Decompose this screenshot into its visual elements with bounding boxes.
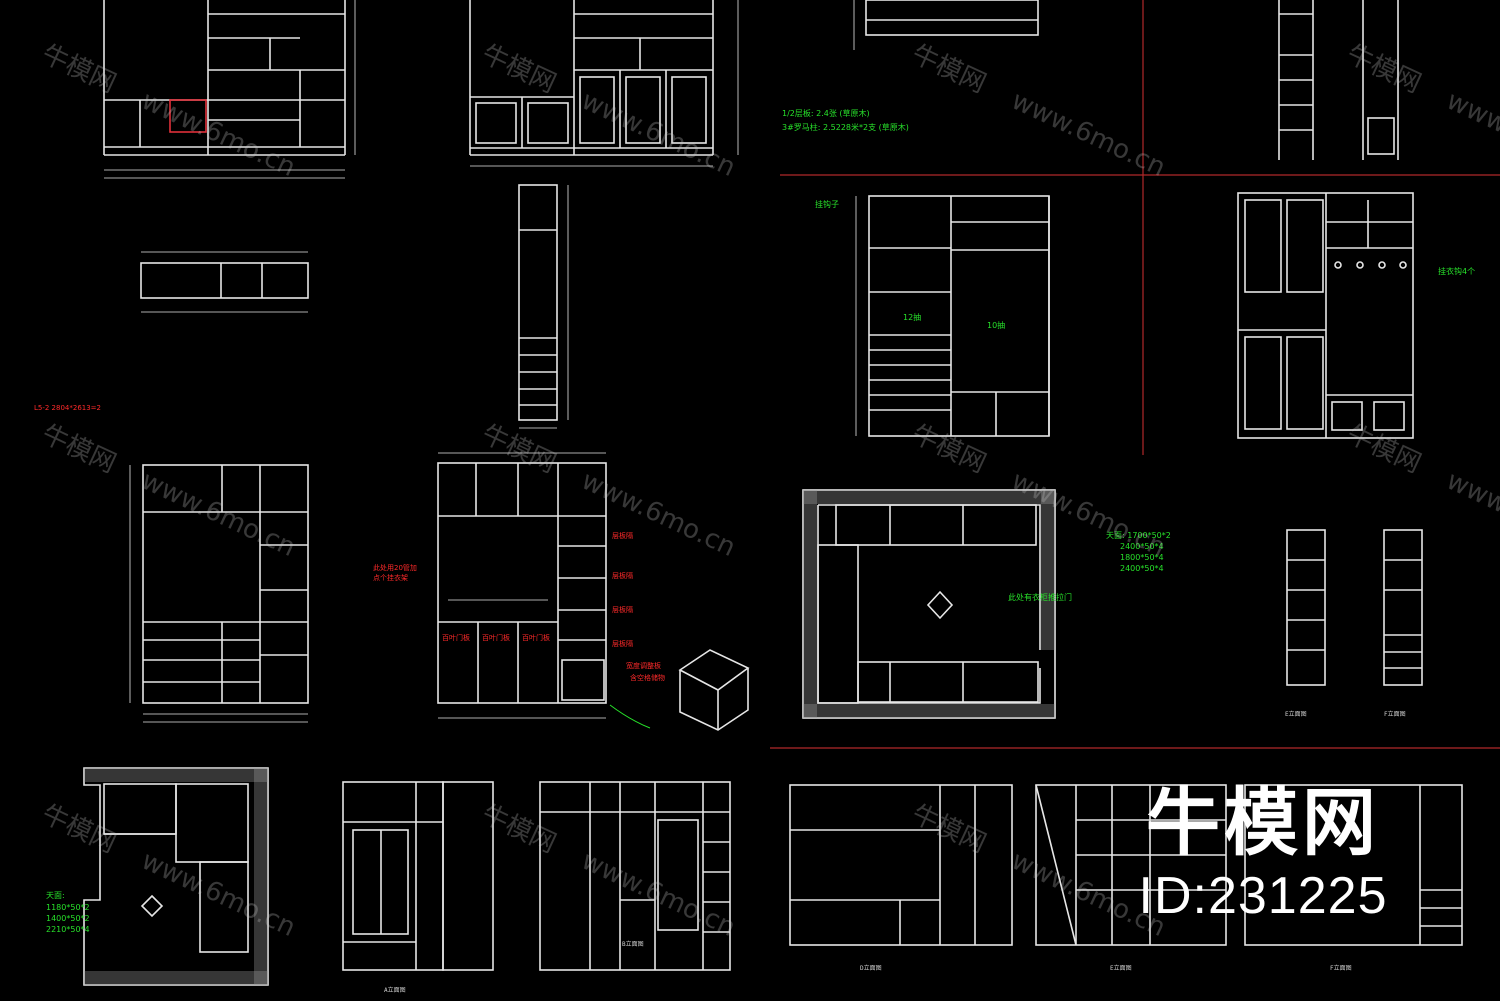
watermark-logo: 牛模网 (907, 799, 990, 859)
note-room-spec-3: 1800*50*4 (1120, 553, 1164, 562)
note-room-center: 此处有衣柜推拉门 (1008, 592, 1072, 602)
label-elevation-b: B立面图 (622, 940, 644, 948)
room-plan-center (802, 489, 1056, 719)
brand-block: 牛模网 ID:231225 (1098, 780, 1428, 926)
elevation-d (789, 784, 1013, 946)
note-left-red: L5-2 2804*2613=2 (34, 404, 101, 412)
watermark-logo: 牛模网 (37, 39, 120, 99)
watermark-logo: 牛模网 (37, 799, 120, 859)
note-red-door-2: 百叶门板 (482, 633, 510, 642)
note-room-spec-4: 2400*50*4 (1120, 564, 1164, 573)
note-lower-title: 天面: (46, 891, 65, 900)
label-elevation-a: A立面图 (384, 986, 406, 994)
cabinet-with-drawers (855, 195, 1050, 437)
watermark-logo: 牛模网 (907, 419, 990, 479)
tall-units-right (1286, 529, 1423, 686)
label-elevation-f2: F立面图 (1330, 964, 1352, 972)
watermark-logo: 牛模网 (37, 419, 120, 479)
cabinet-elevation-top-center (469, 0, 739, 167)
elevation-a (342, 781, 494, 971)
isometric-box (678, 649, 750, 731)
sheet-dividers (770, 0, 1500, 749)
watermark-url: www.6mo.cn (1442, 466, 1500, 563)
brand-name: 牛模网 (1146, 780, 1380, 866)
note-red-shelf-1: 此处用20管加 (373, 563, 417, 572)
wall-hatch (84, 490, 1055, 985)
cabinet-elevation-top-left (103, 0, 356, 179)
watermark-logo: 牛模网 (907, 39, 990, 99)
cabinet-left-middle (129, 464, 309, 723)
watermark-logo: 牛模网 (477, 799, 560, 859)
watermark-logo: 牛模网 (477, 39, 560, 99)
note-drawer-12: 12抽 (903, 312, 921, 322)
watermark-url: www.6mo.cn (1442, 86, 1500, 183)
note-room-spec-2: 2400*50*4 (1120, 542, 1164, 551)
label-elevation-f: F立面图 (1384, 710, 1406, 718)
note-lower-3: 2210*50*4 (46, 925, 90, 934)
watermark-url: www.6mo.cn (1007, 466, 1170, 563)
elevation-f (1244, 784, 1463, 946)
elevation-b (539, 781, 731, 971)
cabinet-center-hanging (437, 452, 607, 719)
watermark-url: www.6mo.cn (137, 466, 300, 563)
note-material-2: 3#罗马柱: 2.5228米*2支 (草原木) (782, 122, 909, 132)
cabinet-doors-hooks (1237, 192, 1414, 439)
watermark-url: www.6mo.cn (577, 466, 740, 563)
tall-narrow-unit (518, 184, 569, 429)
note-red-side-1: 层板隔 (612, 531, 633, 540)
note-lower-2: 1400*50*2 (46, 914, 90, 923)
note-red-shelf-2: 点个挂衣架 (373, 573, 408, 582)
room-plan-bottom-left (83, 767, 269, 986)
label-elevation-d2: D立面图 (860, 964, 882, 972)
note-hooks: 挂钩子 (815, 199, 839, 209)
watermark-logo: 牛模网 (1342, 39, 1425, 99)
note-red-small-1: 宽度调整板 (626, 661, 661, 670)
watermark-url: www.6mo.cn (137, 846, 300, 943)
label-elevation-e: E立面图 (1285, 710, 1307, 718)
shelf-plan-small (140, 251, 309, 313)
note-drawer-10: 10抽 (987, 320, 1005, 330)
note-red-small-2: 含空格储物 (630, 673, 665, 682)
brand-id: ID:231225 (1138, 867, 1388, 925)
note-red-side-2: 层板隔 (612, 571, 633, 580)
note-material-1: 1/2层板: 2.4张 (草原木) (782, 108, 870, 118)
label-elevation-e2: E立面图 (1110, 964, 1132, 972)
top-right-plan (853, 0, 1399, 160)
watermark-url: www.6mo.cn (1007, 86, 1170, 183)
note-red-door-1: 百叶门板 (442, 633, 470, 642)
elevation-e (1035, 784, 1227, 946)
watermark-url: www.6mo.cn (577, 86, 740, 183)
note-red-door-3: 百叶门板 (522, 633, 550, 642)
note-red-side-3: 层板隔 (612, 605, 633, 614)
note-red-side-4: 层板隔 (612, 639, 633, 648)
note-hooks-4: 挂衣钩4个 (1438, 266, 1475, 276)
note-lower-1: 1180*50*2 (46, 903, 90, 912)
note-room-spec-1: 天面: 1700*50*2 (1106, 531, 1171, 540)
